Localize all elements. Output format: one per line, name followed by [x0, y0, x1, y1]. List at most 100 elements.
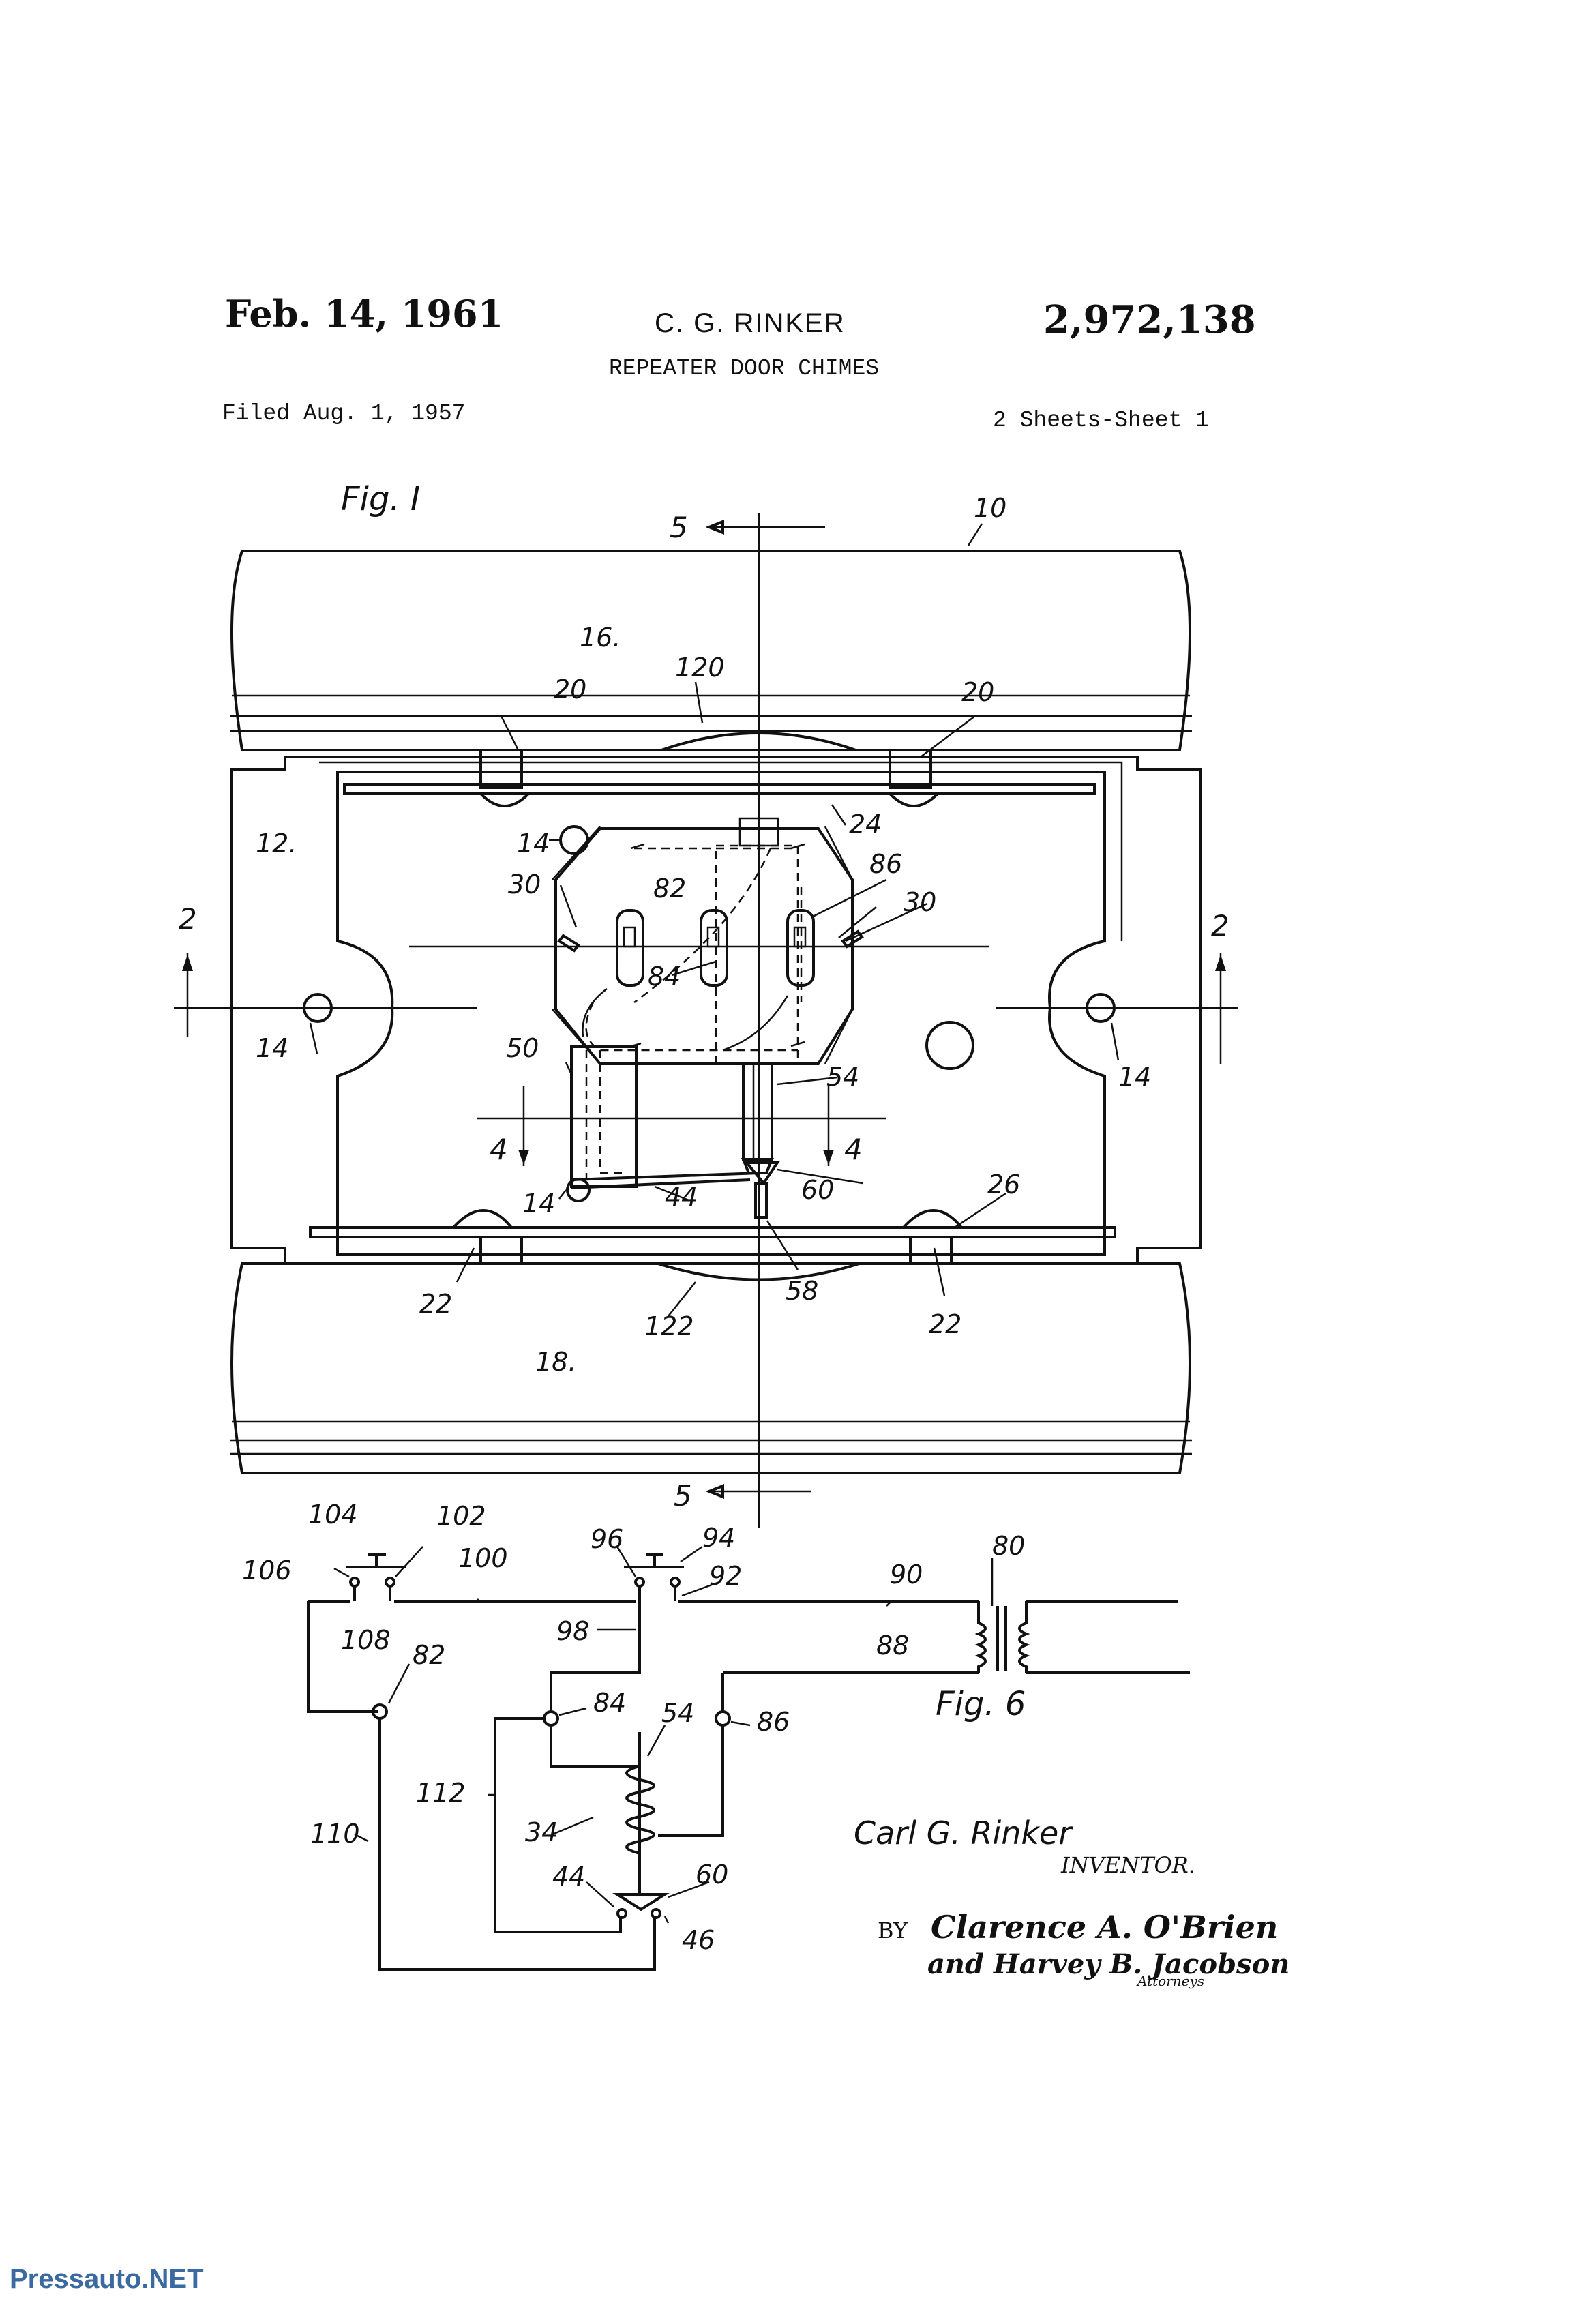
inner-frame	[336, 771, 1106, 1256]
ref-2-right: 2	[1211, 909, 1229, 942]
patent-title: REPEATER DOOR CHIMES	[609, 356, 880, 381]
terminal-screw	[623, 926, 636, 948]
coil-lead-top	[550, 1725, 640, 1768]
wire-110	[378, 1718, 656, 1971]
ref-86: 86	[869, 849, 902, 879]
ref-14-left: 14	[256, 1033, 288, 1063]
terminal-screw	[793, 926, 807, 948]
patent-date: Feb. 14, 1961	[225, 292, 504, 336]
sref-110: 110	[310, 1819, 360, 1849]
cover-bulge-122	[657, 1262, 860, 1281]
inner-frame-edge	[319, 761, 1123, 941]
sref-86: 86	[757, 1707, 790, 1737]
arrowhead	[182, 955, 193, 971]
sref-92: 92	[709, 1561, 742, 1591]
housing-bracket	[552, 826, 854, 1064]
foot-20-left	[479, 749, 523, 789]
ref-22-right: 22	[929, 1309, 961, 1339]
transformer-secondary	[1018, 1601, 1030, 1673]
ref-122: 122	[644, 1311, 694, 1341]
sref-90: 90	[890, 1560, 923, 1590]
arrowhead	[518, 1150, 529, 1165]
arrowhead	[705, 1484, 724, 1499]
arrowhead	[705, 520, 724, 535]
attorney-signature-2: and Harvey B. Jacobson	[927, 1948, 1289, 1980]
striker-58	[754, 1182, 768, 1219]
ref-16: 16.	[580, 623, 621, 653]
tube-bar-24	[343, 783, 1096, 795]
contact-arm-44	[571, 1172, 761, 1181]
terminal-82	[616, 909, 644, 987]
transformer-primary	[974, 1601, 987, 1673]
terminal-102	[385, 1577, 395, 1588]
rivets	[627, 843, 805, 1049]
ref-26: 26	[987, 1170, 1020, 1200]
schematic-leader-lines	[333, 1545, 994, 1924]
sref-88: 88	[876, 1630, 909, 1660]
large-hole	[925, 1021, 974, 1070]
sref-96: 96	[591, 1524, 623, 1554]
figure-6-schematic: 104 102 100 96 94 80 106 92 90 108 82 98…	[242, 1500, 1190, 1971]
contact-44	[616, 1908, 627, 1919]
foot-20-right	[889, 749, 932, 789]
ref-20-right: 20	[961, 677, 994, 707]
sref-102: 102	[436, 1501, 486, 1531]
ref-30-right: 30	[904, 887, 936, 917]
ref-82: 82	[653, 874, 686, 904]
contact-60	[743, 1161, 780, 1186]
tube-bar-26	[309, 1226, 1116, 1238]
sref-100: 100	[458, 1543, 508, 1573]
hole-14-top	[559, 825, 589, 855]
wire-112	[494, 1717, 622, 1933]
coil-bracket-50	[570, 1045, 638, 1188]
terminal-96	[634, 1577, 645, 1588]
ref-20-left: 20	[554, 674, 586, 704]
grommet	[889, 792, 939, 807]
sref-108: 108	[341, 1625, 391, 1655]
ref-5-top: 5	[670, 511, 688, 544]
sref-82: 82	[413, 1640, 445, 1670]
contact-arm-44b	[571, 1178, 751, 1189]
fig1-label: Fig. I	[341, 480, 420, 518]
terminal-86-schematic	[715, 1710, 731, 1727]
wire-108	[307, 1601, 378, 1713]
plunger-54	[742, 1062, 773, 1161]
ref-44: 44	[665, 1182, 698, 1212]
inventor-header: C. G. RINKER	[655, 308, 846, 338]
grommet	[479, 792, 530, 807]
sref-94: 94	[702, 1523, 735, 1553]
filed-date: Filed Aug. 1, 1957	[222, 401, 466, 426]
ref-60: 60	[801, 1175, 834, 1205]
sref-80: 80	[992, 1531, 1025, 1561]
by-label: BY	[878, 1918, 908, 1943]
hidden-wiring	[585, 847, 803, 1052]
wire	[722, 995, 789, 1052]
attorney-signature-1: Clarence A. O'Brien	[931, 1909, 1278, 1946]
ref-5-bottom: 5	[674, 1479, 692, 1513]
solenoid-coil-34	[625, 1765, 655, 1855]
ref-10: 10	[974, 493, 1006, 523]
sref-34: 34	[525, 1817, 558, 1847]
wire-98	[550, 1601, 641, 1712]
screw-30-left	[557, 934, 580, 953]
ref-120: 120	[675, 653, 725, 683]
switch-leads	[308, 1586, 676, 1603]
sref-106: 106	[242, 1555, 292, 1585]
ref-4-left: 4	[490, 1133, 508, 1166]
foot-22-left	[479, 1236, 523, 1264]
signature-block: Carl G. Rinker INVENTOR. BY Clarence A. …	[854, 1815, 1289, 1989]
terminal-84-schematic	[543, 1710, 559, 1727]
figure-1: Fig. I 10 5 16. 20 120 20 24 12. 14 86 3…	[174, 480, 1238, 1528]
watermark: Pressauto.NET	[10, 2264, 204, 2294]
ref-14-top: 14	[517, 829, 550, 859]
terminal-screw	[706, 926, 720, 948]
bottom-tube-cover	[230, 1262, 1191, 1474]
terminal-92	[670, 1577, 681, 1588]
grommet	[902, 1209, 963, 1229]
arrowhead	[823, 1150, 834, 1165]
patent-number: 2,972,138	[1043, 297, 1256, 342]
ref-84: 84	[648, 962, 681, 992]
sref-54: 54	[661, 1698, 694, 1728]
